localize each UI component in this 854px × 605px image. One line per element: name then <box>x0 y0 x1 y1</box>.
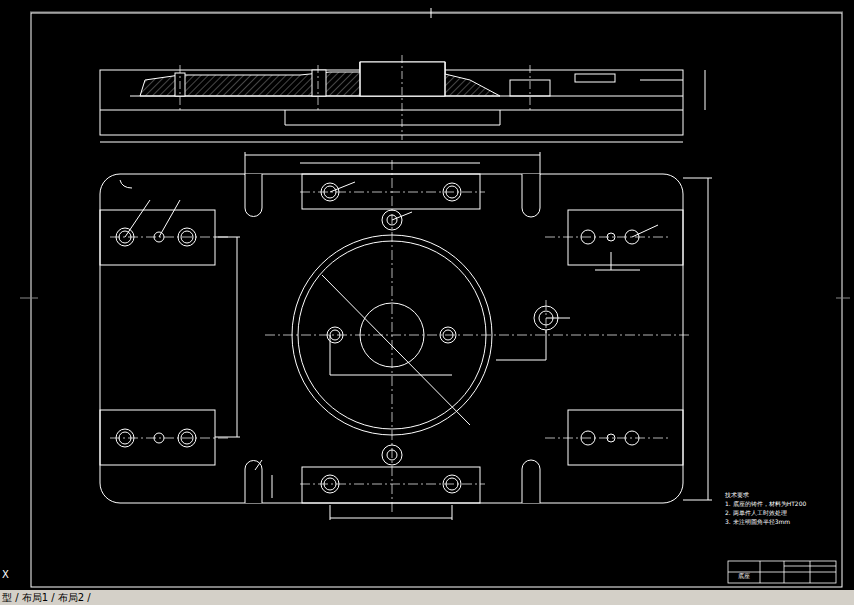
ucs-axis-label: X <box>2 569 9 580</box>
title-block-name: 底座 <box>738 573 750 580</box>
layout-tabs: 型 / 布局1 / 布局2 / <box>2 592 91 603</box>
technical-note: 1. 底座的铸件，材料为HT200 <box>725 501 806 508</box>
technical-note: 2. 两单件人工时效处理 <box>725 510 787 517</box>
technical-note: 3. 未注明圆角半径3mm <box>725 519 790 526</box>
note-heading: 技术要求 <box>725 492 749 499</box>
